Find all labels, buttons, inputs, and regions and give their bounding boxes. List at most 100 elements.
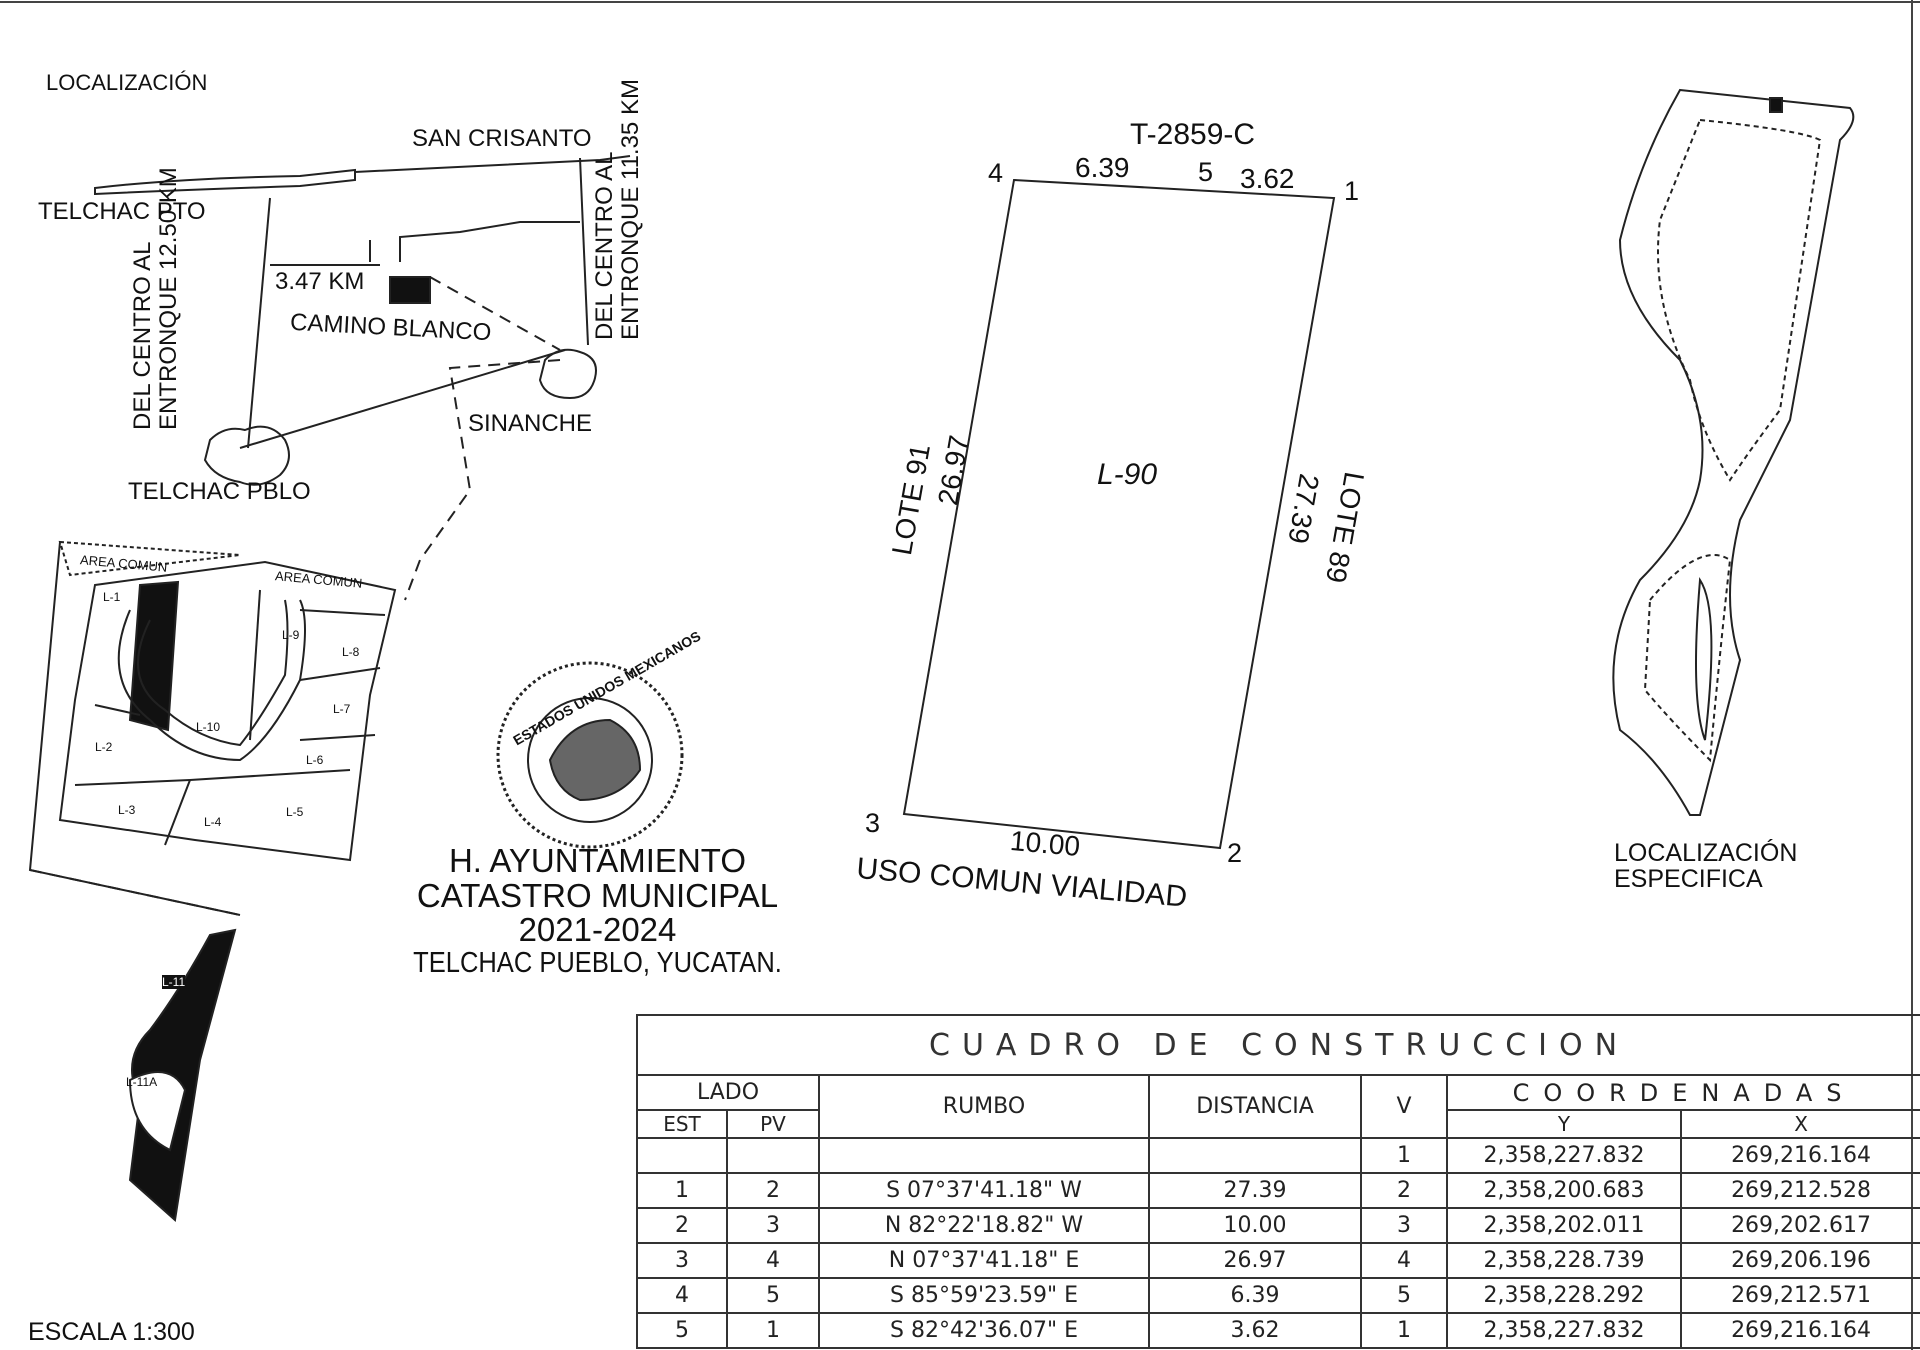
table-row: 4 5 S 85°59'23.59" E 6.39 5 2,358,228.29…	[636, 1277, 1920, 1314]
lot-label-l5: L-5	[286, 805, 304, 819]
lot-label: L-90	[1097, 458, 1158, 491]
cell-pv: 2	[726, 1172, 820, 1209]
lot-label-l3: L-3	[118, 803, 136, 817]
vertex-5: 5	[1198, 157, 1214, 187]
distance-km-label: 3.47 KM	[275, 268, 365, 295]
cell-distancia: 3.62	[1148, 1312, 1362, 1349]
ayuntamiento-line3: 2021-2024	[518, 911, 677, 949]
table-row: 1 2,358,227.832 269,216.164	[636, 1137, 1920, 1174]
cell-x: 269,216.164	[1679, 1312, 1920, 1349]
col-distancia: DISTANCIA	[1148, 1074, 1362, 1139]
vertex-4: 4	[988, 158, 1004, 188]
ayuntamiento-line2: CATASTRO MUNICIPAL	[416, 876, 779, 914]
cell-distancia: 10.00	[1148, 1207, 1362, 1244]
ayuntamiento-line1: H. AYUNTAMIENTO	[448, 842, 747, 879]
col-est: EST	[636, 1109, 728, 1139]
cell-rumbo: S 07°37'41.18" W	[818, 1172, 1150, 1209]
cell-y: 2,358,228.292	[1446, 1277, 1682, 1314]
left-road-label-line1: DEL CENTRO AL	[129, 241, 156, 431]
right-road-label-line1: DEL CENTRO AL	[591, 151, 618, 341]
construction-table: CUADRO DE CONSTRUCCION LADO RUMBO DISTAN…	[635, 1014, 1920, 1349]
vertex-3: 3	[865, 808, 881, 838]
lot-label-l4: L-4	[204, 815, 222, 829]
top-left-distance: 6.39	[1075, 152, 1130, 183]
table-row: 5 1 S 82°42'36.07" E 3.62 1 2,358,227.83…	[636, 1312, 1920, 1349]
left-road-label-line2: ENTRONQUE 12.50 KM	[155, 167, 183, 430]
cell-y: 2,358,228.739	[1446, 1242, 1682, 1279]
cell-est: 5	[636, 1312, 728, 1349]
col-v: V	[1360, 1074, 1448, 1139]
cell-v: 5	[1360, 1277, 1448, 1314]
cell-y: 2,358,200.683	[1446, 1172, 1682, 1209]
lot-label-l1: L-1	[103, 590, 121, 604]
cell-y: 2,358,227.832	[1446, 1312, 1682, 1349]
vertex-2: 2	[1227, 838, 1243, 868]
vertex-1: 1	[1344, 176, 1360, 206]
ayuntamiento-block: H. AYUNTAMIENTO CATASTRO MUNICIPAL 2021-…	[380, 842, 815, 979]
cell-v: 1	[1360, 1137, 1448, 1174]
cell-x: 269,206.196	[1679, 1242, 1920, 1279]
localizacion-title: LOCALIZACIÓN	[46, 70, 208, 95]
ayuntamiento-line4: TELCHAC PUEBLO, YUCATAN.	[413, 946, 782, 979]
lot-label-l10: L-10	[196, 720, 221, 734]
cell-pv: 1	[726, 1312, 820, 1349]
cell-v: 2	[1360, 1172, 1448, 1209]
cell-distancia: 27.39	[1148, 1172, 1362, 1209]
cell-distancia: 26.97	[1148, 1242, 1362, 1279]
col-coordenadas: COORDENADAS	[1445, 1074, 1920, 1111]
lot-label-l11: L-11	[162, 975, 186, 989]
lot-label-l6: L-6	[306, 753, 324, 767]
lot-plan	[902, 178, 1336, 850]
top-right-distance: 3.62	[1240, 163, 1295, 194]
cell-est: 4	[636, 1277, 728, 1314]
lot-id: T-2859-C	[1130, 118, 1256, 151]
col-rumbo: RUMBO	[818, 1074, 1150, 1139]
table-row: 2 3 N 82°22'18.82" W 10.00 3 2,358,202.0…	[636, 1207, 1920, 1244]
cell-v: 4	[1360, 1242, 1448, 1279]
left-road-label: DEL CENTRO AL ENTRONQUE 12.50 KM	[129, 167, 183, 431]
lot-label-l8: L-8	[342, 645, 360, 659]
especifica-label: LOCALIZACIÓN ESPECIFICA	[1614, 840, 1797, 893]
san-crisanto-label: SAN CRISANTO	[412, 125, 592, 152]
col-lado: LADO	[636, 1074, 820, 1111]
col-y: Y	[1446, 1109, 1682, 1139]
cell-x: 269,212.571	[1679, 1277, 1920, 1314]
cell-x: 269,202.617	[1679, 1207, 1920, 1244]
telchac-pblo-label: TELCHAC PBLO	[128, 478, 311, 505]
cell-v: 1	[1360, 1312, 1448, 1349]
right-road-label-line2: ENTRONQUE 11.35 KM	[617, 79, 645, 340]
col-pv: PV	[726, 1109, 820, 1139]
cell-pv: 3	[726, 1207, 820, 1244]
location-map	[94, 155, 631, 601]
cell-x: 269,212.528	[1679, 1172, 1920, 1209]
cell-rumbo: N 82°22'18.82" W	[818, 1207, 1150, 1244]
lot-label-l9: L-9	[282, 628, 300, 642]
right-road-label: DEL CENTRO AL ENTRONQUE 11.35 KM	[591, 79, 645, 341]
cell-est: 3	[636, 1242, 728, 1279]
especifica-line1: LOCALIZACIÓN	[1614, 839, 1798, 867]
cell-y: 2,358,227.832	[1446, 1137, 1682, 1174]
cell-est: 1	[636, 1172, 728, 1209]
cell-pv: 5	[726, 1277, 820, 1314]
col-x: X	[1679, 1109, 1920, 1139]
lot-label-l2: L-2	[95, 740, 113, 754]
scale-label: ESCALA 1:300	[28, 1318, 195, 1346]
cell-rumbo: N 07°37'41.18" E	[818, 1242, 1150, 1279]
national-seal	[496, 661, 684, 849]
table-row: 1 2 S 07°37'41.18" W 27.39 2 2,358,200.6…	[636, 1172, 1920, 1209]
cell-x: 269,216.164	[1679, 1137, 1920, 1174]
cell-v: 3	[1360, 1207, 1448, 1244]
especifica-line2: ESPECIFICA	[1614, 865, 1763, 894]
specific-location-map	[1612, 88, 1855, 816]
cell-distancia: 6.39	[1148, 1277, 1362, 1314]
subdivision-diagram	[28, 540, 397, 1222]
cell-pv: 4	[726, 1242, 820, 1279]
lot-label-l11a: L-11A	[126, 1075, 158, 1089]
table-title: CUADRO DE CONSTRUCCION	[635, 1014, 1920, 1076]
cell-y: 2,358,202.011	[1446, 1207, 1682, 1244]
bottom-distance: 10.00	[1008, 825, 1082, 862]
cell-est: 2	[636, 1207, 728, 1244]
table-row: 3 4 N 07°37'41.18" E 26.97 4 2,358,228.7…	[636, 1242, 1920, 1279]
cell-rumbo: S 82°42'36.07" E	[818, 1312, 1150, 1349]
